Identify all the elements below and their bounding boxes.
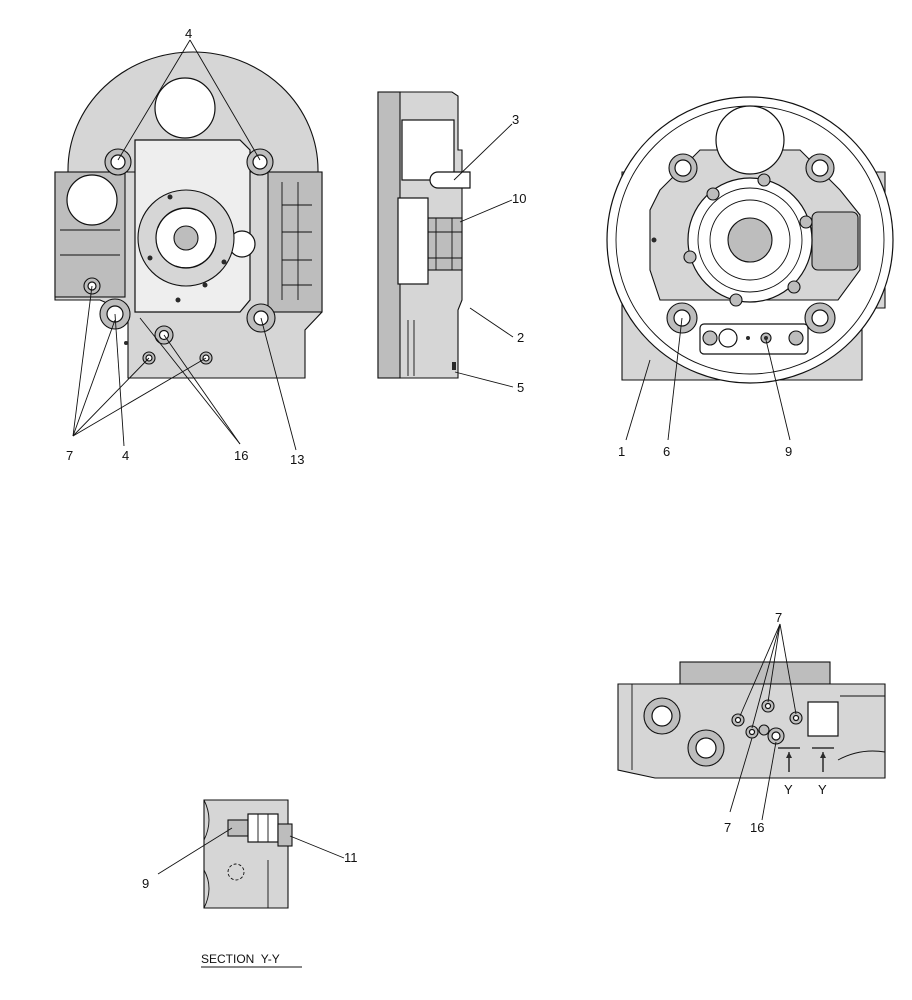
section-view-label-11: 11 [344,850,358,865]
bottom-view-label-7-bottom: 7 [724,820,731,835]
bottom-view-label-7-top: 7 [775,610,782,625]
section-view: 9 11 SECTION Y-Y [142,799,358,968]
side-view-label-2: 2 [517,330,524,345]
section-view-fitting [247,813,279,843]
side-view-leaders [453,123,514,388]
bottom-view-port-lower [687,729,725,767]
rear-view-pump-shaft [727,217,773,263]
rear-view: 1 6 9 [606,96,894,459]
bottom-view-plug-7-a [731,713,745,727]
section-view-label-9: 9 [142,876,149,891]
rear-view-bolt-br [804,302,836,334]
section-view-cap-11 [277,823,293,847]
bottom-view: 7 7 16 Y Y [617,610,886,835]
front-view-label-7: 7 [66,448,73,463]
side-view-fitting-10 [427,217,463,271]
bottom-view-plug-16 [767,727,785,745]
rear-view-label-9: 9 [785,444,792,459]
side-view-label-5: 5 [517,380,524,395]
bottom-view-label-y-b: Y [818,782,827,797]
rear-view-plug-9 [760,332,772,344]
front-view-bolt-4-top-left [104,148,132,176]
bottom-view-label-16: 16 [750,820,764,835]
rear-view-bolt-6 [666,302,698,334]
front-view-label-16: 16 [234,448,248,463]
side-view-label-10: 10 [512,191,526,206]
rear-view-leaders [625,317,791,441]
front-view-port-top [154,77,216,139]
bottom-view-section-arrow-a [778,747,800,772]
side-view-slot-3 [429,171,471,189]
bottom-view-section-arrow-b [812,747,834,772]
rear-view-top-port [715,105,785,175]
front-view-label-13: 13 [290,452,304,467]
section-view-title: SECTION Y-Y [201,952,280,966]
front-view-port-left [66,174,118,226]
rear-view-bolt-tl [668,153,698,183]
front-view-label-4-bottom: 4 [122,448,129,463]
front-view-leaders [72,39,297,451]
side-view-flange [377,91,401,379]
bottom-view-leaders [729,623,797,821]
rear-view-bolt-tr [805,153,835,183]
bottom-view-port-left [643,697,681,735]
section-view-leaders [157,827,345,875]
front-view-pump-shaft [173,225,199,251]
rear-view-right-boss [811,211,859,271]
front-view-bolt-4-bottom [99,298,131,330]
bottom-view-label-y-a: Y [784,782,793,797]
front-view-bolt-4-top-right [246,148,274,176]
section-view-plug-9 [227,819,249,837]
bottom-view-plug-7-b [761,699,775,713]
front-view-label-4-top: 4 [185,26,192,41]
front-view-right-block [267,171,323,313]
side-view: 3 10 2 5 [377,91,526,395]
rear-view-label-1: 1 [618,444,625,459]
side-view-label-3: 3 [512,112,519,127]
front-view: 4 4 7 16 13 [54,26,323,467]
rear-view-label-6: 6 [663,444,670,459]
